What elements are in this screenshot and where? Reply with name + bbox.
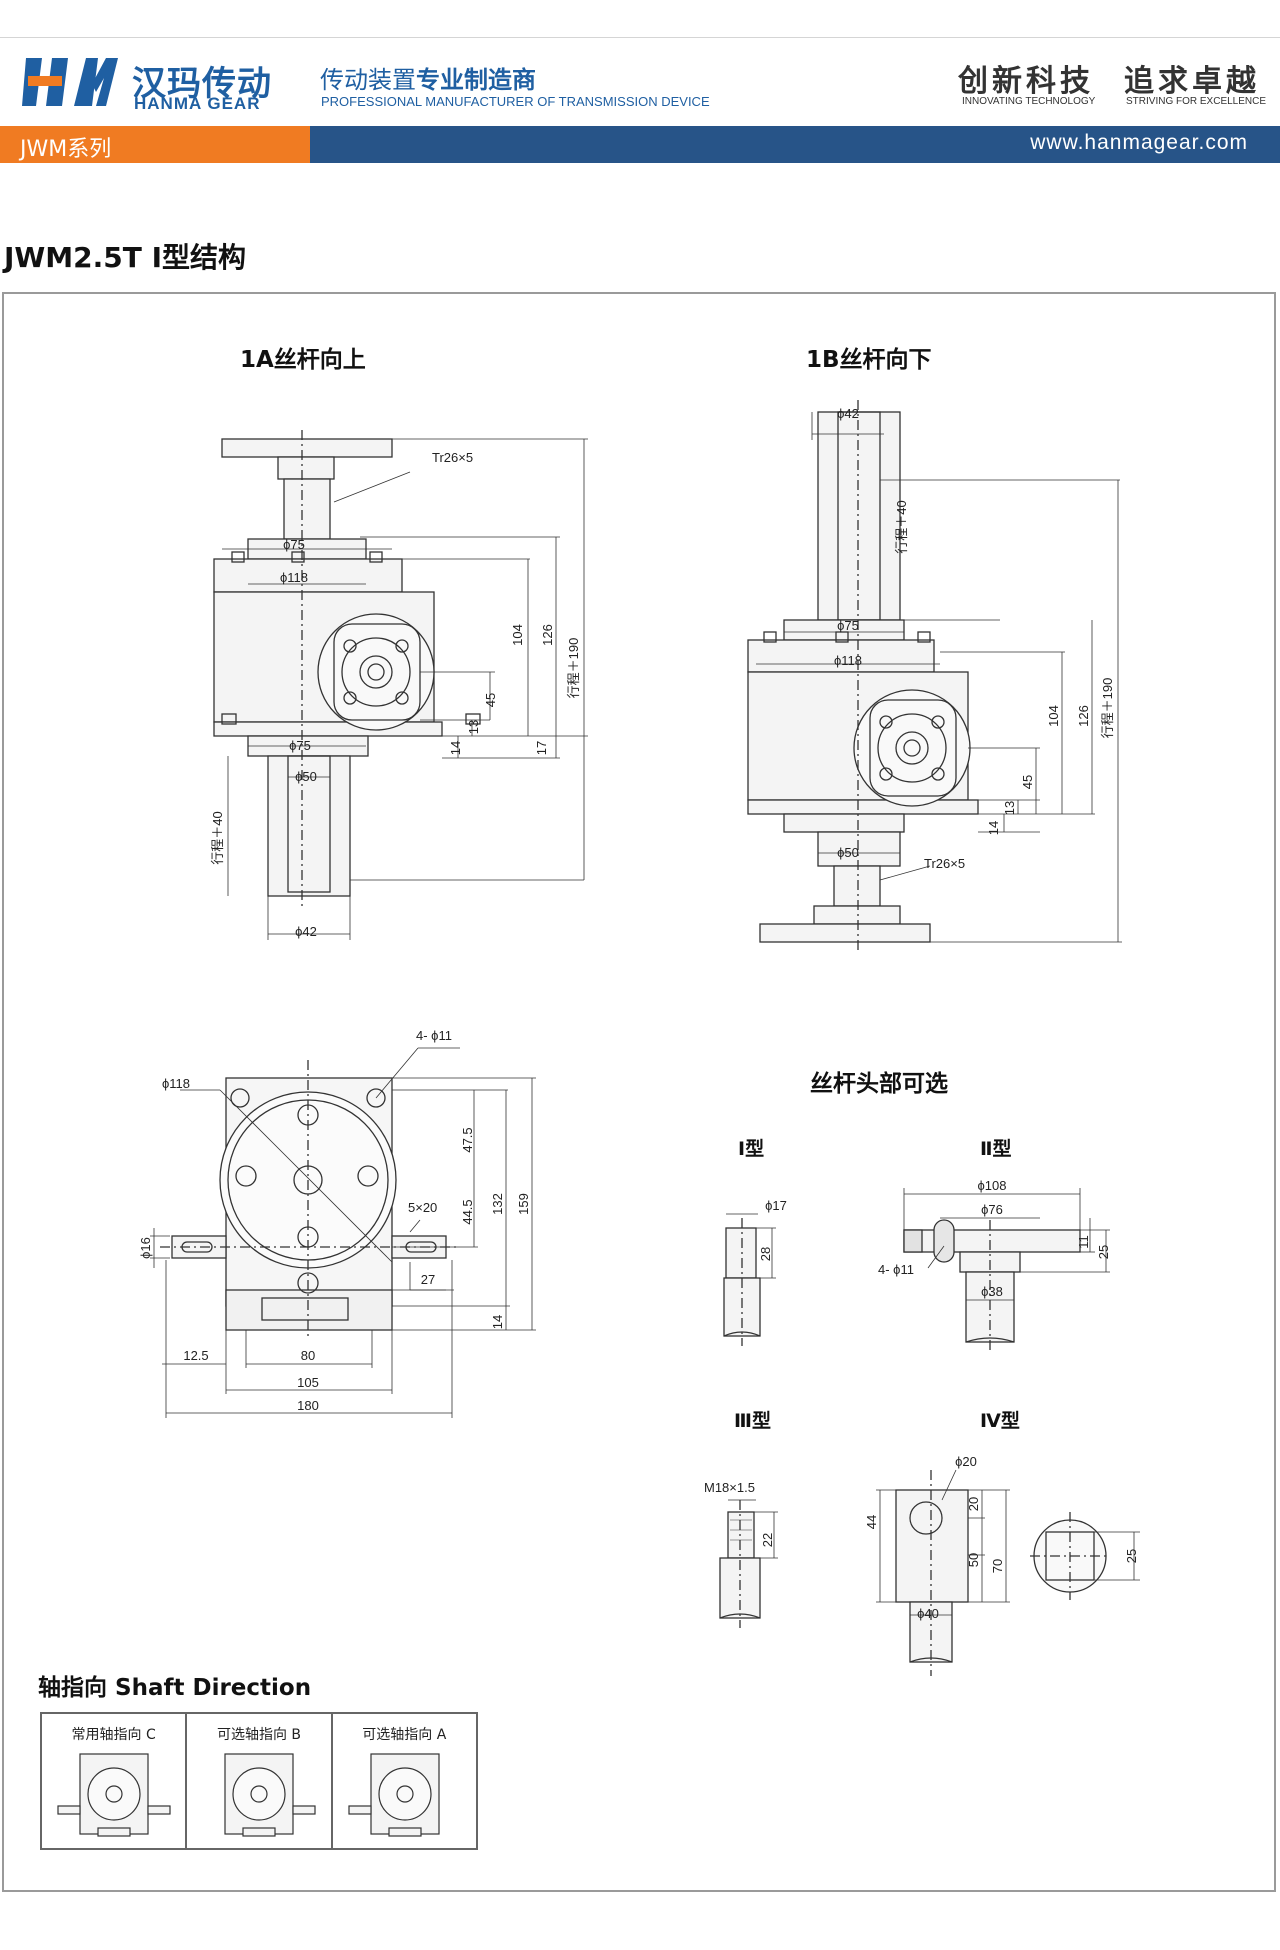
dim-t2-25: 25 bbox=[1096, 1245, 1111, 1259]
dim-phi118-1a: ϕ118 bbox=[280, 570, 308, 585]
shaft-option-b: 可选轴指向 B bbox=[187, 1714, 333, 1848]
dim-phi50-1a: ϕ50 bbox=[295, 769, 317, 784]
dim-stroke40-1a: 行程＋40 bbox=[210, 811, 225, 864]
header bbox=[0, 38, 1280, 122]
dim-t4-20: 20 bbox=[966, 1497, 981, 1511]
dim-126-1a: 126 bbox=[540, 624, 555, 646]
dim-t4-25: 25 bbox=[1124, 1549, 1139, 1563]
dim-14-1b: 14 bbox=[986, 821, 1001, 835]
shaft-option-b-label: 可选轴指向 B bbox=[216, 1727, 302, 1743]
dim-t4-phi40: ϕ40 bbox=[917, 1606, 939, 1621]
type-1-drawing bbox=[723, 1213, 776, 1346]
dim-t2-holes: 4- ϕ11 bbox=[878, 1262, 914, 1277]
side-view-drawing bbox=[150, 1047, 536, 1418]
dim-t2-phi38: ϕ38 bbox=[981, 1284, 1003, 1299]
dim-45-1b: 45 bbox=[1020, 775, 1035, 789]
motto-striving-en: STRIVING FOR EXCELLENCE bbox=[1126, 96, 1267, 107]
view-1b-drawing bbox=[747, 400, 1122, 950]
dim-t1-28: 28 bbox=[758, 1247, 773, 1261]
motto-striving: 追求卓越 bbox=[1124, 64, 1260, 99]
dim-stroke190-1a: 行程＋190 bbox=[566, 638, 581, 699]
gearbox-b-icon bbox=[224, 1753, 316, 1837]
dim-12-5-side: 12.5 bbox=[183, 1348, 208, 1363]
shaft-option-c: 常用轴指向 C bbox=[42, 1714, 188, 1848]
type-4-title: Ⅳ型 bbox=[980, 1410, 1020, 1432]
dim-thread-1b: Tr26×5 bbox=[924, 856, 965, 871]
dim-t4-44: 44 bbox=[864, 1515, 879, 1529]
dim-t2-phi76: ϕ76 bbox=[981, 1202, 1003, 1217]
view-title-1b: 1B丝杆向下 bbox=[806, 347, 932, 373]
type-3-title: Ⅲ型 bbox=[734, 1410, 771, 1432]
dim-t4-phi20: ϕ20 bbox=[955, 1454, 977, 1469]
dim-44-5-side: 44.5 bbox=[460, 1199, 475, 1224]
dim-13-1a: 13 bbox=[466, 720, 481, 734]
type-4-drawing bbox=[876, 1469, 1140, 1676]
dim-thread-1a: Tr26×5 bbox=[432, 450, 473, 465]
dim-132-side: 132 bbox=[490, 1193, 505, 1215]
view-title-1a: 1A丝杆向上 bbox=[240, 347, 366, 373]
motto-innovating: 创新科技 bbox=[958, 64, 1094, 99]
dim-14-side: 14 bbox=[490, 1315, 505, 1329]
series-label: JWM系列 bbox=[20, 137, 112, 162]
gearbox-a-icon bbox=[348, 1753, 440, 1837]
shaft-direction-table: 常用轴指向 C 可选轴指向 B 可选轴指向 A bbox=[40, 1712, 478, 1850]
brand-name-cn: 汉玛传动 bbox=[132, 64, 272, 104]
dim-14-1a: 14 bbox=[448, 741, 463, 755]
dim-159-side: 159 bbox=[516, 1193, 531, 1215]
type-3-drawing bbox=[719, 1499, 778, 1628]
dim-phi50-1b: ϕ50 bbox=[837, 845, 859, 860]
dim-104-1b: 104 bbox=[1046, 705, 1061, 727]
slogan-en: PROFESSIONAL MANUFACTURER OF TRANSMISSIO… bbox=[321, 94, 710, 109]
dim-47-5-side: 47.5 bbox=[460, 1127, 475, 1152]
dim-105-side: 105 bbox=[297, 1375, 319, 1390]
url-bar bbox=[310, 126, 1280, 163]
dim-13-1b: 13 bbox=[1002, 801, 1017, 815]
dim-104-1a: 104 bbox=[510, 624, 525, 646]
shaft-option-a-label: 可选轴指向 A bbox=[362, 1727, 447, 1743]
dim-45-1a: 45 bbox=[483, 693, 498, 707]
dim-phi75-1a-top: ϕ75 bbox=[283, 537, 305, 552]
dim-key-side: 5×20 bbox=[408, 1200, 437, 1215]
motto-innovating-en: INNOVATING TECHNOLOGY bbox=[962, 96, 1096, 107]
hanma-logo-icon bbox=[22, 58, 118, 106]
type-1-title: Ⅰ型 bbox=[738, 1138, 765, 1160]
dim-t2-11: 11 bbox=[1076, 1235, 1091, 1249]
head-options-title: 丝杆头部可选 bbox=[810, 1071, 948, 1097]
dim-phi75-1b: ϕ75 bbox=[837, 618, 859, 633]
drawing-frame bbox=[2, 292, 1276, 1892]
gearbox-c-icon bbox=[57, 1753, 171, 1837]
page-title: JWM2.5T I型结构 bbox=[4, 241, 247, 274]
dim-t1-phi17: ϕ17 bbox=[765, 1198, 787, 1213]
dim-phi42-1b: ϕ42 bbox=[837, 406, 859, 421]
dim-t2-phi108: ϕ108 bbox=[978, 1178, 1007, 1193]
dim-180-side: 180 bbox=[297, 1398, 319, 1413]
dim-phi75-1a-bottom: ϕ75 bbox=[289, 738, 311, 753]
dim-t4-70: 70 bbox=[990, 1559, 1005, 1573]
dim-stroke190-1b: 行程＋190 bbox=[1100, 678, 1115, 739]
dim-17-1a: 17 bbox=[534, 741, 549, 755]
dim-t3-thread: M18×1.5 bbox=[704, 1480, 755, 1495]
dim-phi16-side: ϕ16 bbox=[138, 1237, 153, 1259]
type-2-title: Ⅱ型 bbox=[980, 1138, 1012, 1160]
shaft-option-a: 可选轴指向 A bbox=[333, 1714, 476, 1848]
dim-phi118-side: ϕ118 bbox=[162, 1076, 190, 1091]
view-1a-drawing bbox=[213, 430, 588, 940]
dim-126-1b: 126 bbox=[1076, 705, 1091, 727]
dim-t4-50: 50 bbox=[966, 1553, 981, 1567]
dim-80-side: 80 bbox=[301, 1348, 315, 1363]
dim-27-side: 27 bbox=[421, 1272, 435, 1287]
dim-phi42-1a: ϕ42 bbox=[295, 924, 317, 939]
slogan-cn: 传动装置专业制造商 bbox=[320, 66, 536, 94]
shaft-direction-title: 轴指向 Shaft Direction bbox=[38, 1675, 312, 1701]
dim-phi118-1b: ϕ118 bbox=[834, 653, 862, 668]
dim-stroke40-1b: 行程＋40 bbox=[894, 500, 909, 553]
type-2-drawing bbox=[903, 1188, 1110, 1350]
dim-t3-22: 22 bbox=[760, 1533, 775, 1547]
shaft-option-c-label: 常用轴指向 C bbox=[71, 1727, 156, 1743]
website-link[interactable]: www.hanmagear.com bbox=[1030, 131, 1248, 154]
series-bar bbox=[0, 126, 310, 163]
brand-name-en: HANMA GEAR bbox=[134, 94, 261, 113]
dim-holes-side: 4- ϕ11 bbox=[416, 1028, 452, 1043]
